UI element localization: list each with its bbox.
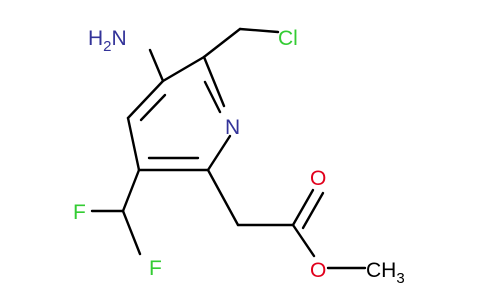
atom-labels: H2N Cl N F F O O CH3: [73, 27, 405, 287]
chlorine-label: Cl: [278, 27, 298, 50]
amine-label: H2N: [88, 27, 127, 55]
bond-c2-ch2: [202, 27, 242, 59]
bond-c2-n1-inner: [203, 80, 222, 114]
bond-c4-c3-inner: [139, 93, 167, 122]
bond-c5-c4: [126, 116, 141, 172]
bond-co-o-ester: [291, 223, 316, 258]
methyl-label: CH3: [366, 259, 405, 287]
bond-c6-ch2: [206, 168, 240, 227]
bond-n1-c6: [206, 134, 232, 172]
bond-c4-c3: [126, 79, 165, 120]
ester-oxygen-label: O: [310, 259, 326, 282]
fluorine-label-top: F: [73, 201, 86, 224]
bonds: [90, 27, 367, 270]
bond-co-o-double-b: [301, 191, 325, 230]
bond-co-o-double-a: [291, 188, 315, 227]
bond-chf2-f2: [121, 209, 142, 256]
fluorine-label-bottom: F: [149, 257, 162, 280]
carbonyl-oxygen-label: O: [310, 167, 326, 190]
ring-nitrogen-label: N: [225, 116, 240, 139]
bond-ch2-cl: [238, 27, 280, 34]
bond-c3-c2: [161, 55, 206, 83]
bond-c2-n1: [202, 55, 226, 108]
bond-c5-chf2: [121, 168, 141, 213]
bond-c3-nh2: [148, 48, 165, 83]
